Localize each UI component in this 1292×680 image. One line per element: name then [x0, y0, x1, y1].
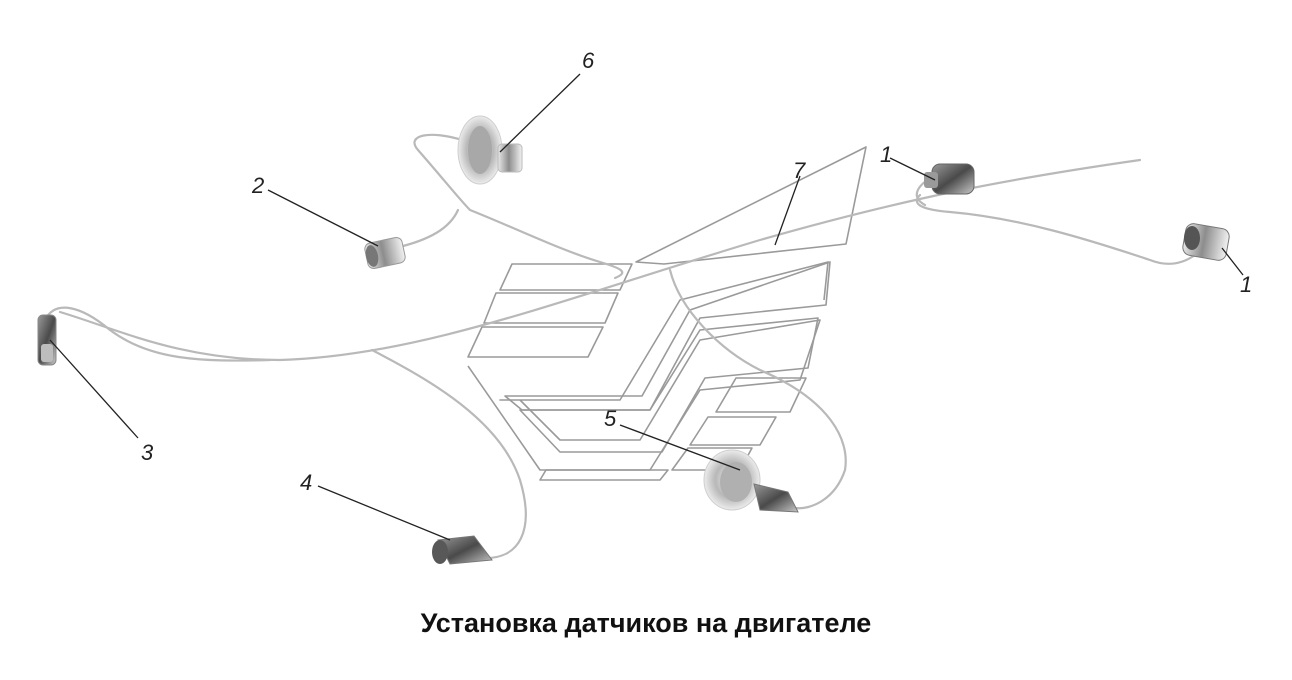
wiring-harness: [43, 133, 1197, 560]
wire-sensor-2: [393, 208, 460, 250]
callout-4: 4: [300, 470, 313, 495]
wire-sensor-3: [43, 306, 272, 362]
brand-emblem: [467, 146, 867, 481]
leader-4: [317, 485, 451, 541]
emblem-wing: [635, 146, 867, 265]
sensor-5-camshaft: [703, 449, 799, 513]
wire-sensor-6: [413, 133, 624, 280]
leader-5: [619, 424, 741, 471]
callout-5: 5: [604, 406, 617, 431]
emblem-chevron-mid: [504, 261, 831, 411]
leader-1a: [889, 157, 936, 181]
sensor-3-speed: [37, 314, 57, 366]
wire-sensor-5: [668, 268, 847, 510]
emblem-stripe-4: [715, 377, 807, 413]
leader-7: [774, 175, 801, 246]
sensor-1b-pressure: [1182, 223, 1230, 261]
leader-3: [49, 339, 139, 439]
sensor-4-crankshaft: [432, 535, 493, 565]
wire-sensor-4: [370, 348, 527, 560]
callout-7: 7: [793, 158, 806, 183]
callout-6: 6: [582, 48, 595, 73]
emblem-base: [539, 469, 669, 481]
callout-3: 3: [141, 440, 154, 465]
callout-1a: 1: [880, 142, 893, 167]
leader-6: [499, 73, 581, 153]
callout-2: 2: [252, 173, 265, 198]
wire-main-trunk: [58, 158, 1142, 362]
figure-caption: Установка датчиков на двигателе: [420, 608, 872, 638]
sensor-2-temperature: [364, 236, 406, 270]
emblem-stripe-5: [689, 416, 777, 446]
emblem-stripe-2: [483, 292, 619, 324]
emblem-chevron-inner: [519, 317, 819, 453]
callout-1b: 1: [1240, 272, 1253, 297]
leader-lines: [49, 73, 1244, 541]
sensor-6-oil-pressure: [457, 115, 523, 185]
leader-2: [267, 189, 379, 247]
wire-sensor-1b: [915, 193, 1197, 265]
leader-1b: [1221, 247, 1244, 276]
emblem-stripe-3: [467, 326, 604, 358]
emblem-stripe-1: [499, 263, 633, 291]
